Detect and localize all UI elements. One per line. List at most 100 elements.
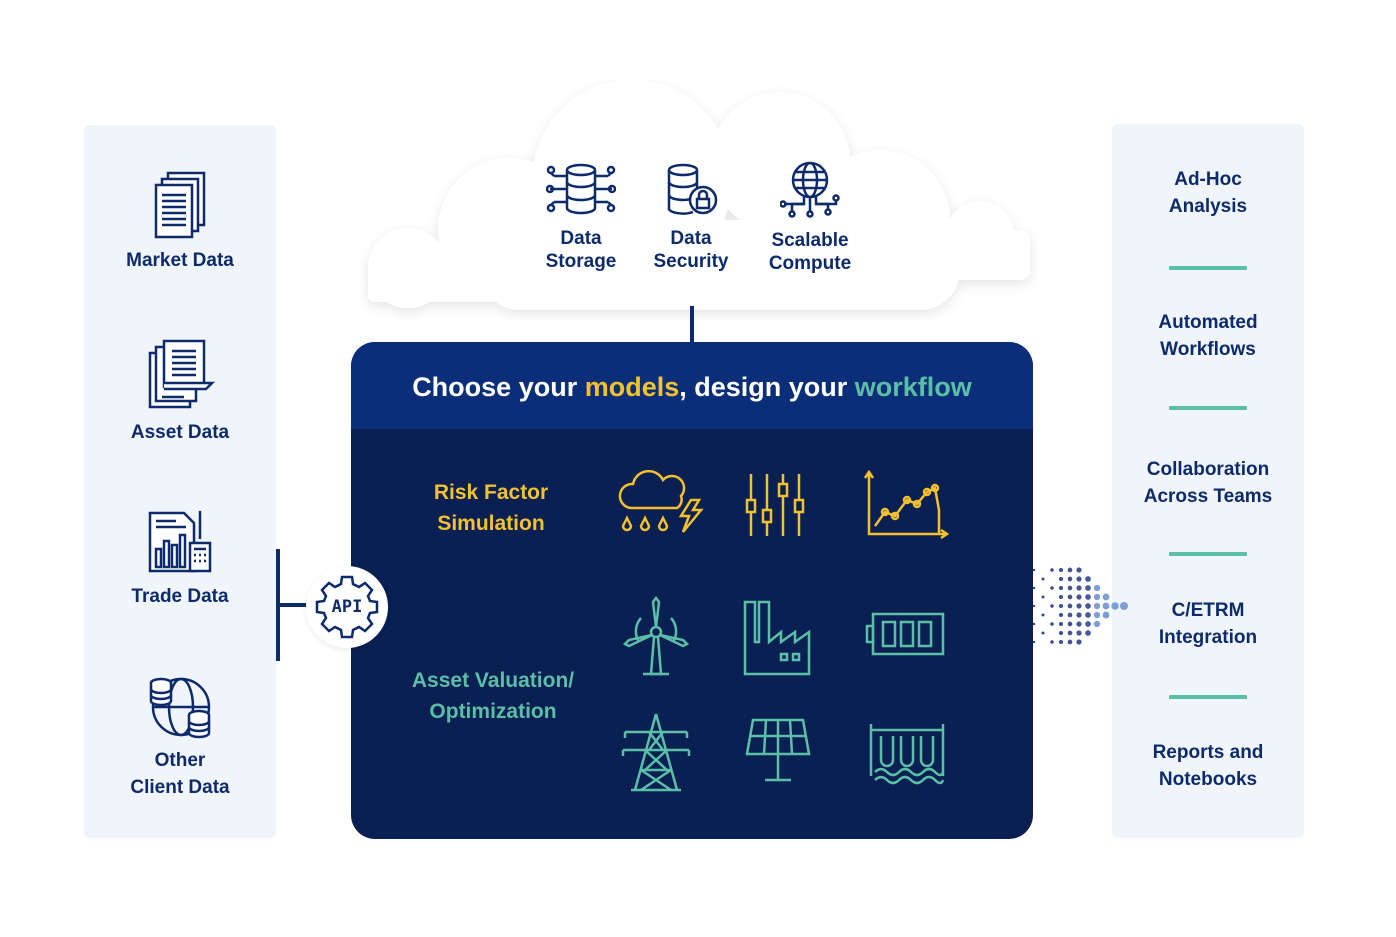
cloud-item-label: Scalable Compute <box>768 230 852 274</box>
arrow-dot <box>1050 604 1054 608</box>
documents-stack-icon <box>154 171 206 239</box>
arrow-dot <box>1041 631 1045 635</box>
output-automated-workflows: Automated Workflows <box>1158 312 1258 360</box>
output-separator <box>1169 406 1247 410</box>
title-highlight-workflow: workflow <box>854 372 972 402</box>
arrow-dot <box>1067 576 1073 582</box>
arrow-dot <box>1076 621 1082 627</box>
arrow-dot <box>1067 594 1073 600</box>
arrow-dot <box>1076 603 1082 609</box>
globe-database-icon <box>149 677 211 739</box>
arrow-dot <box>1076 576 1082 582</box>
models-header: Choose your models, design your workflow <box>351 342 1033 429</box>
arrow-dot <box>1102 602 1110 610</box>
document-copy-icon <box>148 339 216 409</box>
arrow-dot <box>1076 567 1082 573</box>
arrow-dot <box>1050 586 1054 590</box>
output-separator <box>1169 695 1247 699</box>
arrow-dot <box>1067 630 1073 636</box>
arrow-dot <box>1041 577 1045 581</box>
arrow-dot <box>1032 604 1036 608</box>
arrow-dot <box>1032 568 1036 572</box>
source-label: Market Data <box>126 250 234 271</box>
arrow-dot <box>1093 620 1101 628</box>
arrow-dot <box>1067 585 1073 591</box>
arrow-dot <box>1058 621 1064 627</box>
cloud-services: Data Storage Data Security Scalable Comp… <box>360 80 1040 320</box>
api-badge: API <box>306 566 388 648</box>
solar-panel-icon <box>745 718 811 782</box>
arrow-dot <box>1085 612 1091 618</box>
arrow-dot <box>1058 630 1064 636</box>
arrow-dot <box>1050 622 1054 626</box>
arrow-dot <box>1032 622 1036 626</box>
api-label: API <box>331 597 363 617</box>
arrow-dot <box>1058 603 1064 609</box>
output-ad-hoc-analysis: Ad-Hoc Analysis <box>1168 169 1248 217</box>
arrow-dot <box>1041 613 1045 617</box>
arrow-dot <box>1067 621 1073 627</box>
arrow-dot <box>1085 630 1091 636</box>
source-label: Trade Data <box>131 586 229 607</box>
weather-storm-icon <box>618 470 704 533</box>
sliders-icon <box>745 474 805 536</box>
wind-turbine-icon <box>622 596 690 676</box>
source-market-data: Market Data <box>84 169 276 274</box>
api-connector-stub <box>278 603 310 607</box>
title-part: Choose your <box>412 372 585 402</box>
arrow-dot <box>1067 612 1073 618</box>
cloud-item-scalable-compute: Scalable Compute <box>750 160 870 275</box>
outputs-panel: Ad-Hoc Analysis Automated Workflows Coll… <box>1112 124 1304 838</box>
arrow-dot <box>1032 586 1036 590</box>
arrow-dot <box>1050 640 1054 644</box>
arrow-dot <box>1085 603 1091 609</box>
line-chart-icon <box>863 470 950 540</box>
section-label-risk-factor: Risk Factor Simulation <box>433 481 549 535</box>
models-title: Choose your models, design your workflow <box>351 342 1033 429</box>
cloud-item-label: Data Security <box>653 228 729 272</box>
dotted-arrow-icon <box>1032 567 1128 645</box>
arrow-dot <box>1067 639 1073 645</box>
arrow-dot <box>1085 594 1091 600</box>
cloud-connector-line <box>690 306 694 346</box>
arrow-dot <box>1067 567 1073 573</box>
arrow-dot <box>1085 621 1091 627</box>
arrow-dot <box>1111 602 1119 610</box>
source-other-client-data: Other Client Data <box>84 673 276 801</box>
arrow-dot <box>1093 584 1101 592</box>
arrow-dot <box>1058 639 1064 645</box>
arrow-dot <box>1102 593 1110 601</box>
arrow-dot <box>1093 611 1101 619</box>
models-workflow-box: Choose your models, design your workflow… <box>351 342 1033 839</box>
battery-icon <box>865 612 945 656</box>
output-cetrm-integration: C/ETRM Integration <box>1158 600 1258 648</box>
cloud-item-label: Data Storage <box>545 228 617 272</box>
arrow-dot <box>1076 630 1082 636</box>
arrow-dot <box>1058 594 1064 600</box>
transmission-tower-icon <box>621 713 691 792</box>
source-trade-data: Trade Data <box>84 509 276 610</box>
cloud-item-data-security: Data Security <box>631 162 751 273</box>
arrow-dot <box>1067 603 1073 609</box>
factory-icon <box>743 600 811 676</box>
output-collaboration: Collaboration Across Teams <box>1143 459 1273 507</box>
output-separator <box>1169 266 1247 270</box>
arrow-dot <box>1085 576 1091 582</box>
arrow-dot <box>1102 611 1110 619</box>
arrow-dot <box>1041 595 1045 599</box>
arrow-dot <box>1076 639 1082 645</box>
trade-report-calculator-icon <box>148 511 212 573</box>
arrow-dot <box>1085 585 1091 591</box>
arrow-dot <box>1120 602 1128 610</box>
source-asset-data: Asset Data <box>84 339 276 446</box>
arrow-dot <box>1076 594 1082 600</box>
title-part: , design your <box>679 372 855 402</box>
title-highlight-models: models <box>584 372 680 402</box>
gear-icon <box>315 575 379 639</box>
output-separator <box>1169 552 1247 556</box>
section-label-asset-valuation: Asset Valuation/ Optimization <box>411 669 575 723</box>
hydro-dam-icon <box>869 724 945 785</box>
arrow-dot <box>1050 568 1054 572</box>
arrow-dot <box>1032 640 1036 644</box>
database-lock-icon <box>667 163 718 215</box>
